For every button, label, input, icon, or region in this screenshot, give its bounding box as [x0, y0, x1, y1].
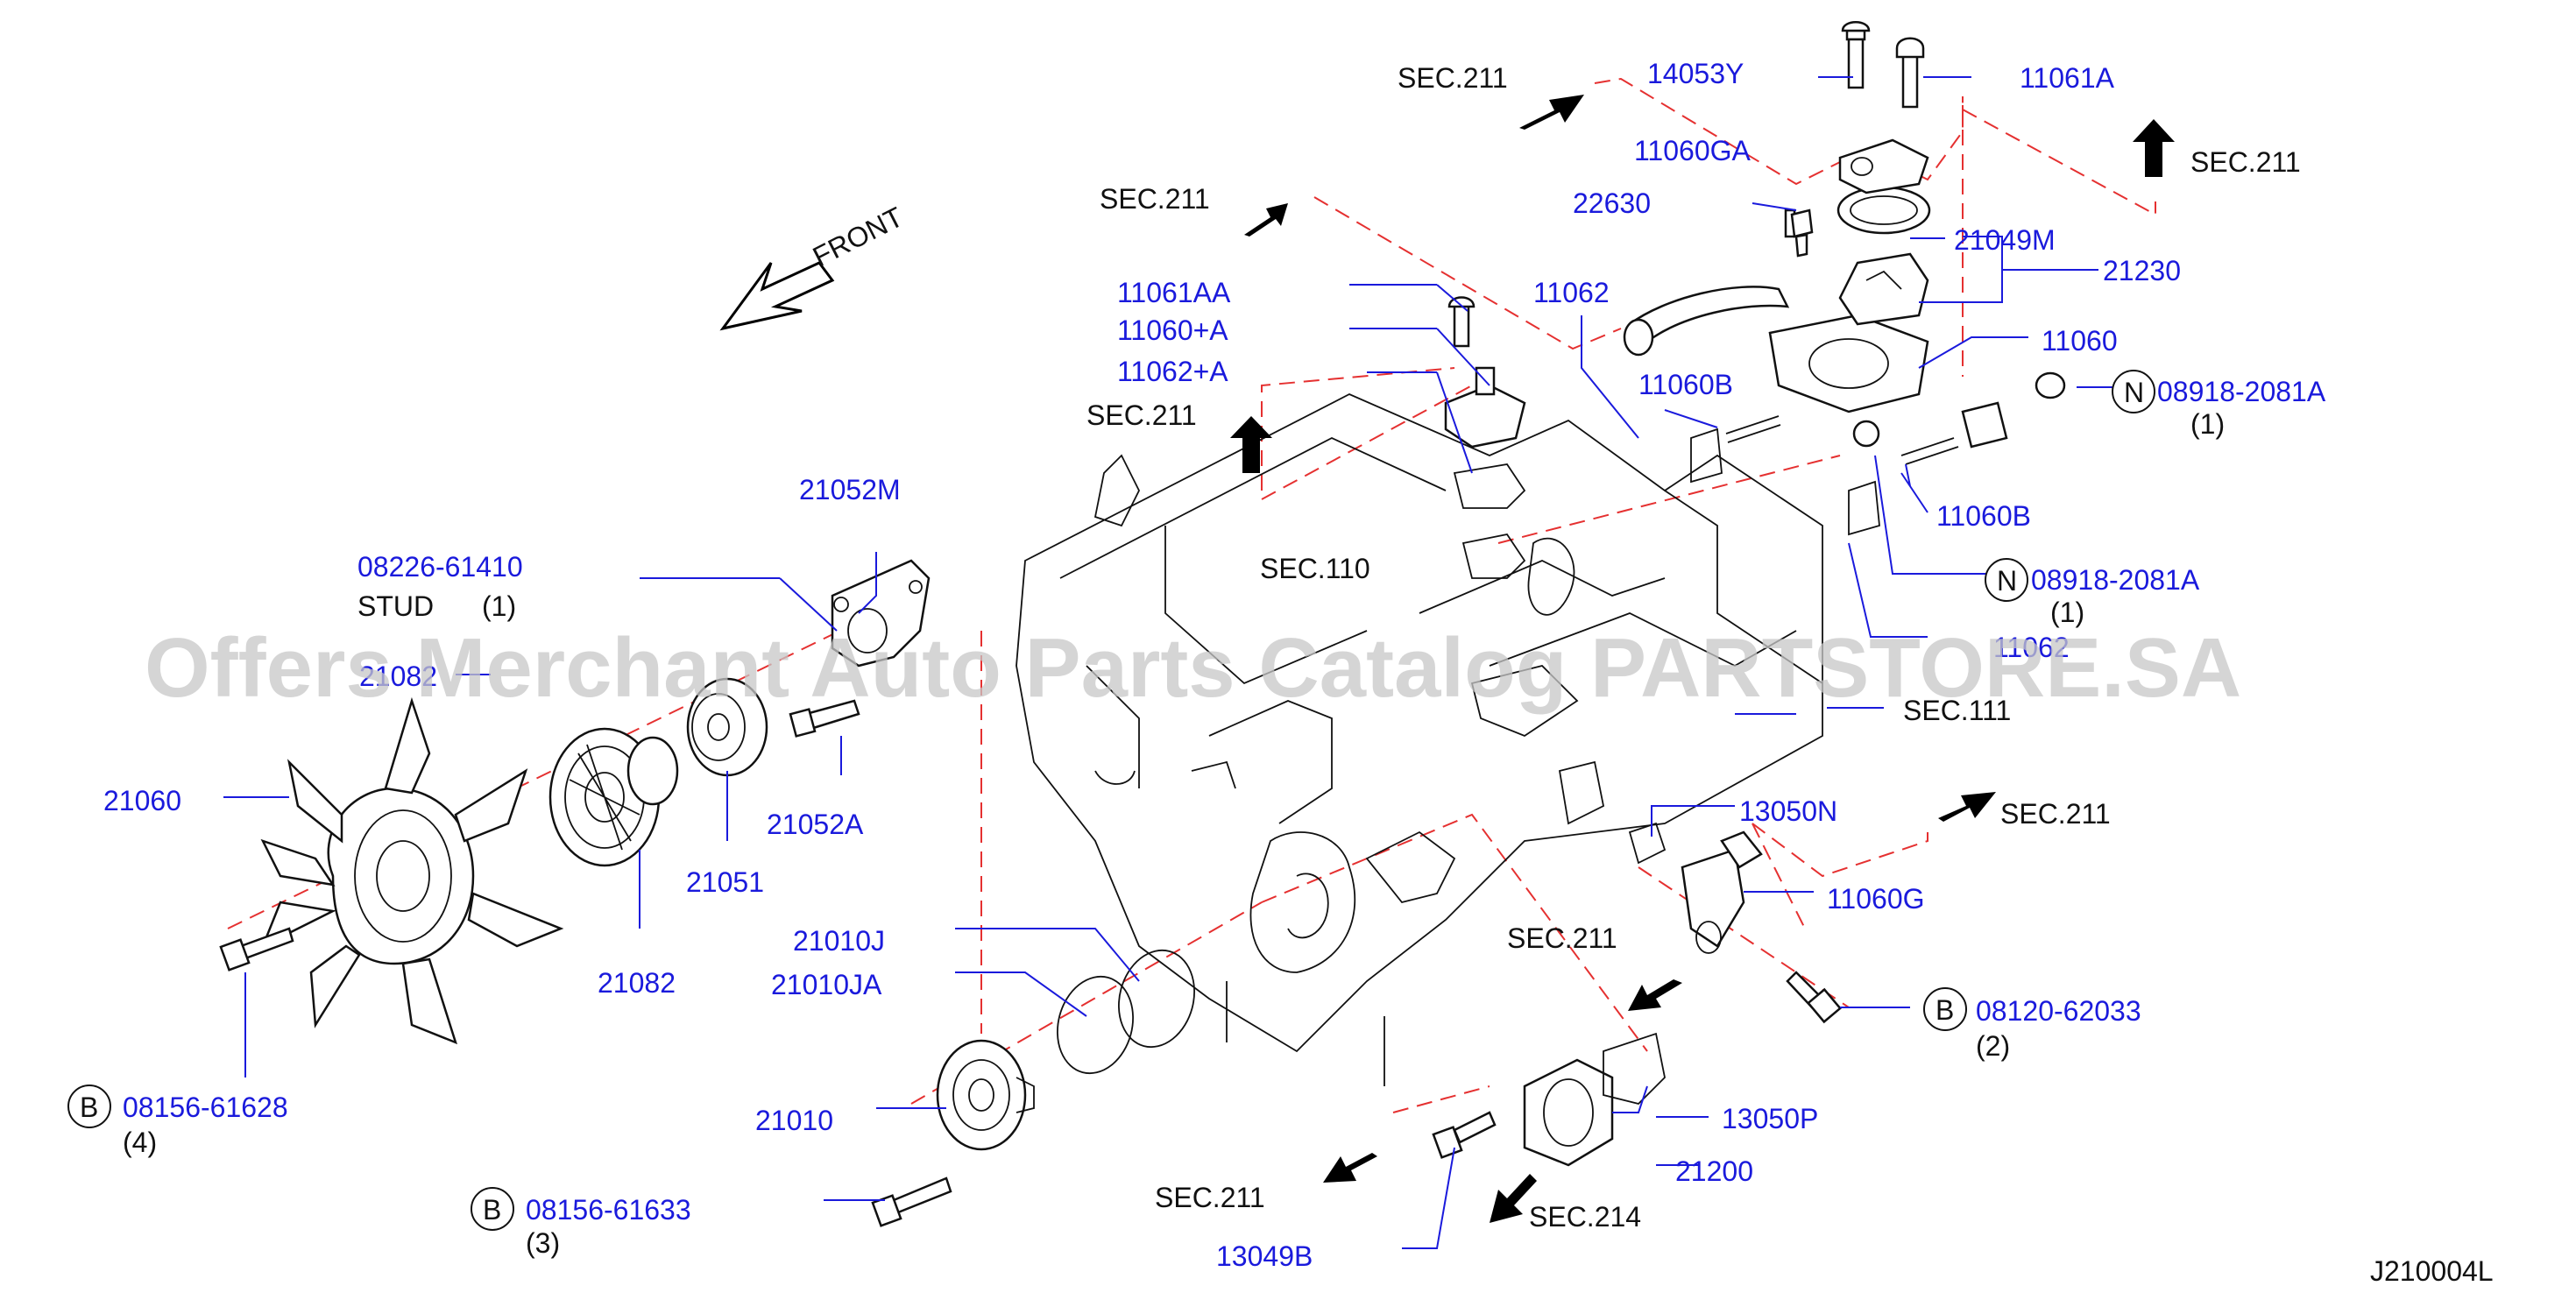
fan-bracket-drawing [831, 559, 931, 668]
qty-61633: (3) [526, 1227, 560, 1259]
sensor-drawing [1790, 208, 1814, 258]
arrow-sec211-top-left [1519, 95, 1584, 130]
part-13050N[interactable]: 13050N [1739, 795, 1837, 827]
arrow-sec211-top-right [2133, 119, 2175, 177]
n-symbol-lower-letter: N [1997, 565, 2017, 597]
b-symbol-61633: B [471, 1187, 514, 1231]
arrow-sec211-lower-mid [1628, 979, 1682, 1011]
b-symbol-61633-letter: B [483, 1194, 501, 1226]
water-inlet-drawing [1628, 822, 1763, 954]
part-14053Y[interactable]: 14053Y [1647, 58, 1744, 89]
sec214-label[interactable]: SEC.214 [1529, 1201, 1641, 1233]
part-21051[interactable]: 21051 [686, 866, 764, 898]
front-arrow-icon [719, 261, 835, 331]
part-11060B-lower[interactable]: 11060B [1936, 500, 2031, 532]
engine-block-drawing [1016, 393, 1823, 1086]
part-21052M[interactable]: 21052M [799, 474, 901, 505]
part-11061AA[interactable]: 11061AA [1117, 277, 1231, 308]
front-label: FRONT [808, 201, 909, 272]
diagram-code: J210004L [2370, 1255, 2494, 1287]
part-21060[interactable]: 21060 [103, 785, 181, 816]
coolant-fitting-drawing [1444, 366, 1526, 579]
part-21010J[interactable]: 21010J [793, 925, 885, 957]
part-11062-plus-A[interactable]: 11062+A [1117, 356, 1228, 387]
part-21082-lower[interactable]: 21082 [598, 967, 676, 999]
part-08156-61633[interactable]: 08156-61633 [526, 1194, 691, 1226]
section-labels: SEC.211 SEC.211 SEC.211 SEC.211 SEC.211 … [1086, 62, 2301, 1233]
stud-note: STUD [357, 590, 434, 622]
arrow-sec214 [1490, 1174, 1537, 1223]
part-11062-lower[interactable]: 11062 [1993, 632, 2070, 663]
sec211-bottom-label[interactable]: SEC.211 [1155, 1182, 1265, 1213]
part-08226-61410[interactable]: 08226-61410 [357, 551, 523, 583]
fan-clutch-drawing [548, 727, 679, 867]
b-symbol-08120: B [1923, 987, 1967, 1031]
water-pump-drawing [936, 1039, 1035, 1151]
sec211-right-label[interactable]: SEC.211 [2000, 798, 2111, 830]
sec111-label[interactable]: SEC.111 [1903, 695, 2011, 726]
part-11062-top[interactable]: 11062 [1533, 277, 1610, 308]
part-11060G[interactable]: 11060G [1827, 883, 1925, 915]
part-21052A[interactable]: 21052A [767, 809, 864, 840]
sec211-upper-mid-label[interactable]: SEC.211 [1100, 183, 1210, 215]
n-symbol-upper: N [2112, 370, 2155, 413]
qty-n-lower: (1) [2050, 597, 2084, 628]
arrow-sec211-bottom [1323, 1153, 1377, 1183]
part-11060-plus-A[interactable]: 11060+A [1117, 314, 1228, 346]
b-symbol-08120-letter: B [1936, 994, 1954, 1026]
part-21010[interactable]: 21010 [755, 1105, 833, 1136]
part-21082-upper[interactable]: 21082 [359, 661, 437, 692]
symbol-badges: N N B B B [67, 370, 2155, 1231]
part-21230[interactable]: 21230 [2103, 255, 2181, 286]
water-outlet-assembly-drawing [1623, 138, 2066, 536]
part-11060-top[interactable]: 11060 [2042, 325, 2118, 357]
front-indicator: FRONT [719, 201, 909, 331]
qty-61628: (4) [123, 1127, 157, 1158]
arrow-sec211-mid [1230, 416, 1272, 473]
part-number-labels: 14053Y 11061A 11060GA 22630 21049M 21230… [103, 58, 2326, 1272]
arrow-sec211-right [1938, 792, 1996, 822]
arrow-sec211-upper-mid [1244, 203, 1288, 237]
part-13049B[interactable]: 13049B [1216, 1240, 1313, 1272]
section-arrows [1230, 95, 2175, 1223]
part-08918-2081A-upper[interactable]: 08918-2081A [2157, 376, 2326, 407]
sec211-lower-mid-label[interactable]: SEC.211 [1507, 922, 1617, 954]
sec110-label[interactable]: SEC.110 [1260, 553, 1370, 584]
thermostat-housing-drawing [1523, 1032, 1666, 1167]
sec211-mid-label[interactable]: SEC.211 [1086, 399, 1197, 431]
part-08156-61628[interactable]: 08156-61628 [123, 1092, 288, 1123]
qty-n-upper: (1) [2190, 408, 2225, 440]
cooling-fan-drawing [260, 696, 564, 1045]
leader-lines [223, 76, 2120, 1249]
part-21010JA[interactable]: 21010JA [771, 969, 882, 1000]
assembly-dashed-lines [227, 77, 2156, 1113]
part-13050P[interactable]: 13050P [1722, 1103, 1818, 1134]
sec211-top-right-label[interactable]: SEC.211 [2190, 146, 2301, 178]
part-21200[interactable]: 21200 [1675, 1155, 1753, 1187]
part-11060GA[interactable]: 11060GA [1634, 135, 1752, 166]
qty-08120: (2) [1976, 1030, 2010, 1062]
pump-gaskets-drawing [1057, 949, 1195, 1075]
part-08918-2081A-lower[interactable]: 08918-2081A [2031, 564, 2200, 596]
b-symbol-61628-letter: B [80, 1092, 98, 1123]
part-11060B-upper[interactable]: 11060B [1638, 369, 1733, 400]
sec211-top-left-label[interactable]: SEC.211 [1398, 62, 1508, 94]
n-symbol-upper-letter: N [2124, 377, 2144, 408]
part-22630[interactable]: 22630 [1573, 187, 1651, 219]
n-symbol-lower: N [1985, 558, 2028, 602]
part-11061A[interactable]: 11061A [2020, 62, 2115, 94]
notes: STUD (1) (1) (1) (2) (4) (3) J210004L [123, 408, 2494, 1287]
part-08120-62033[interactable]: 08120-62033 [1976, 995, 2141, 1027]
watermark: Offers Merchant Auto Parts Catalog PARTS… [145, 621, 2241, 715]
part-21049M[interactable]: 21049M [1954, 224, 2056, 256]
b-symbol-61628: B [67, 1085, 111, 1128]
qty-stud: (1) [482, 590, 516, 622]
bolt-drawings [219, 21, 1925, 1227]
